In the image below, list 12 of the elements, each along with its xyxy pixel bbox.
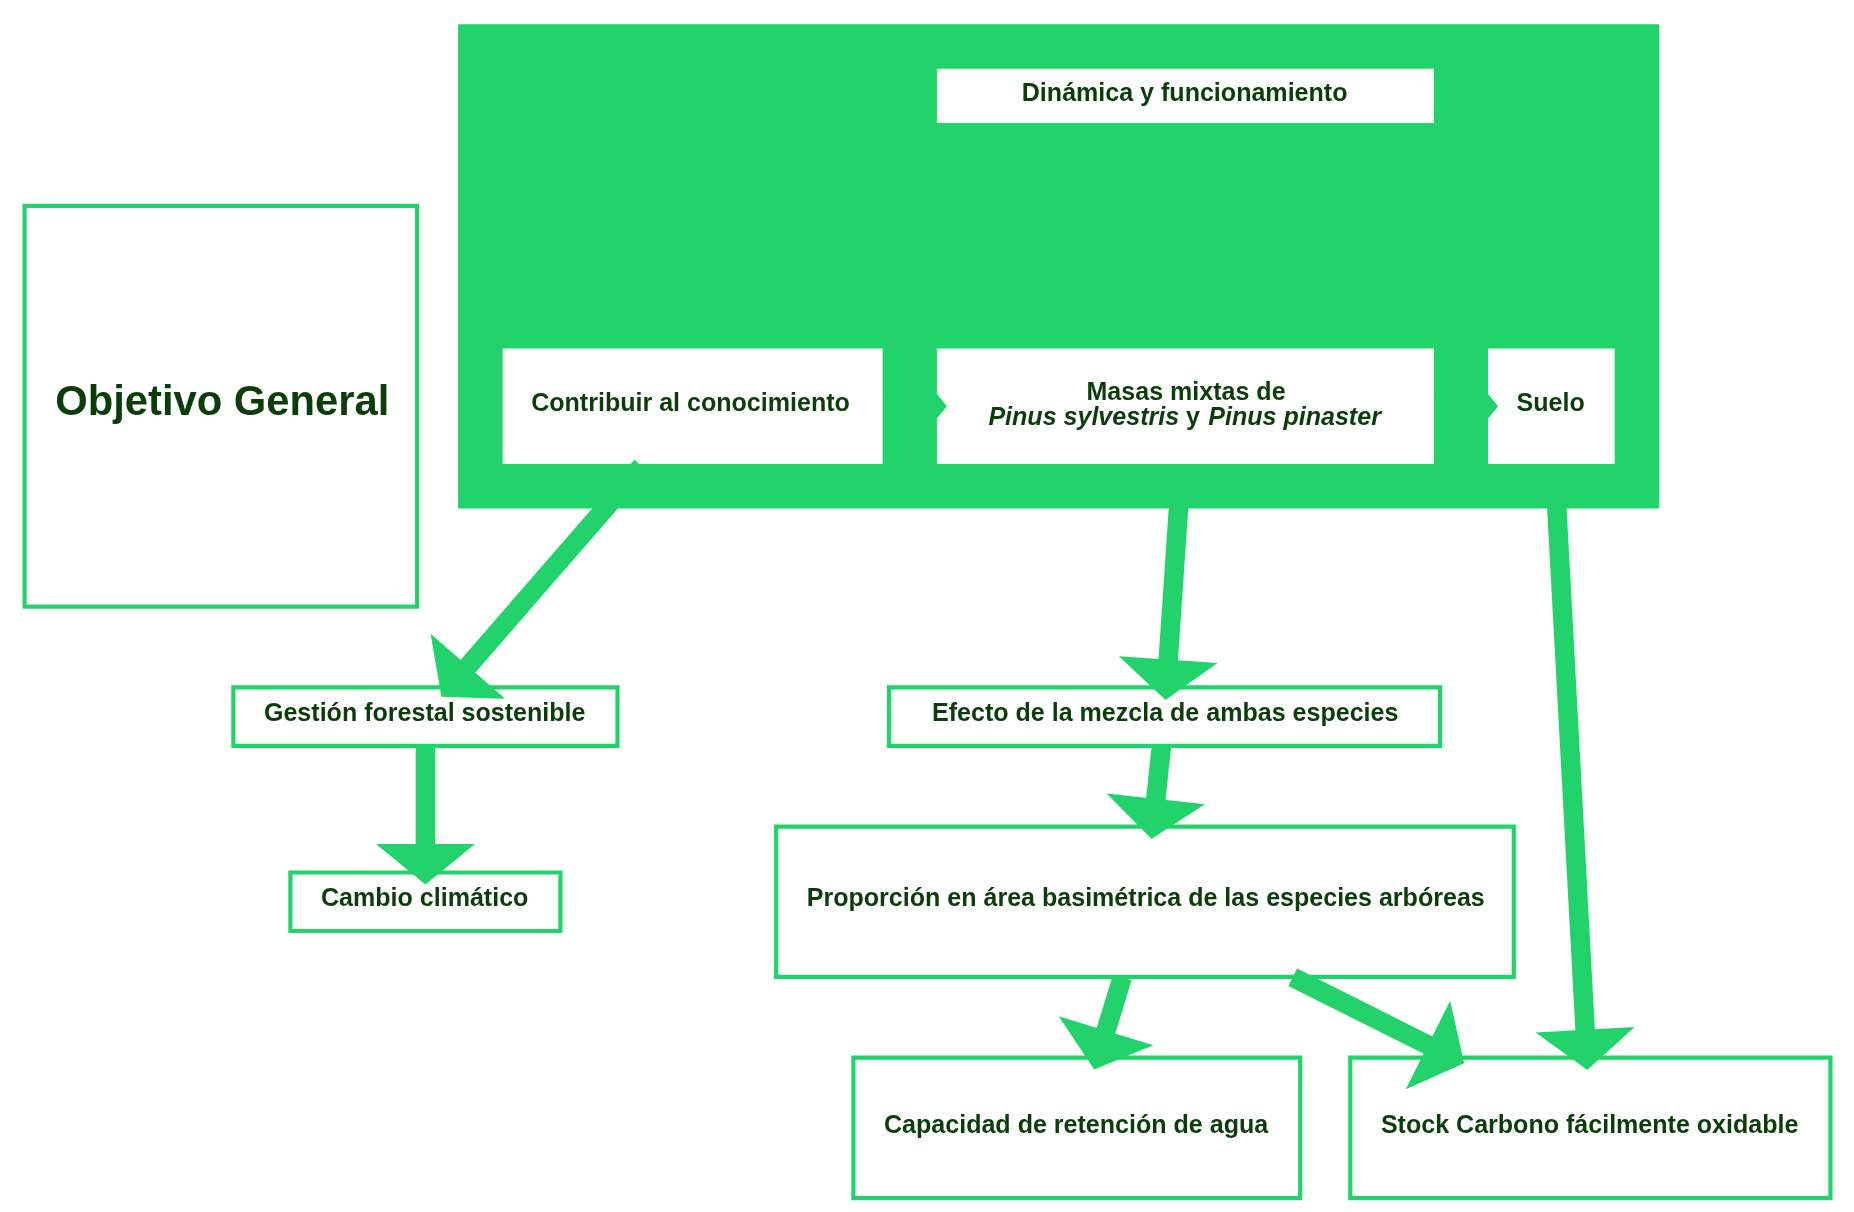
arrow — [1287, 968, 1464, 1090]
node-box: Cambio climático — [287, 870, 562, 934]
node-box: Stock Carbono fácilmente oxidable — [1347, 1055, 1832, 1201]
cluster — [457, 24, 1659, 509]
node-box: Efecto de la mezcla de ambas especies — [886, 685, 1442, 748]
node-box: Gestión forestal sostenible — [230, 685, 620, 748]
node-box: Capacidad de retención de agua — [850, 1055, 1302, 1201]
arrow — [1106, 745, 1205, 840]
node-box: Proporción en área basimétrica de las especies arbóreas — [773, 824, 1516, 979]
arrow — [375, 746, 475, 885]
node-box: Objetivo General — [22, 203, 419, 609]
arrow — [1058, 974, 1153, 1070]
